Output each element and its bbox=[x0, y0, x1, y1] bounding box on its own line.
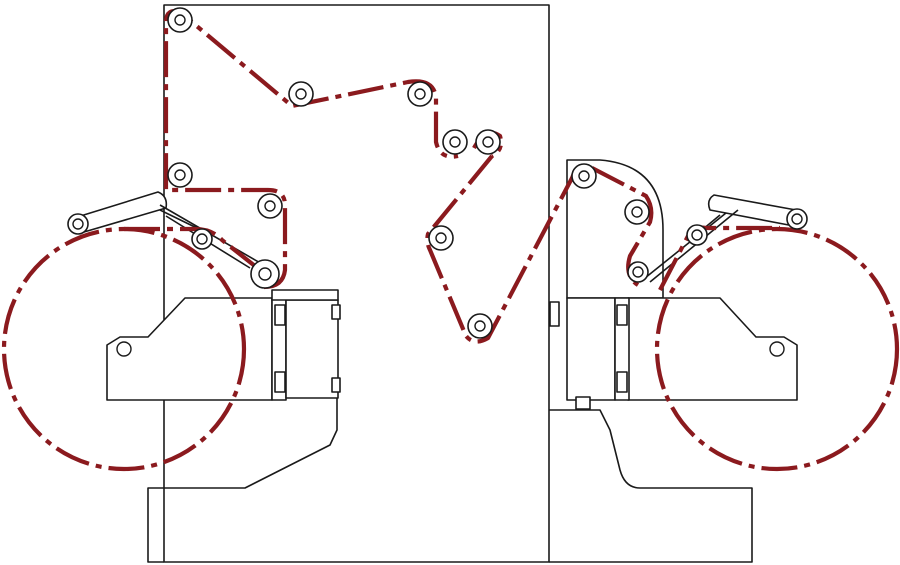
left-clamp-right bbox=[331, 304, 341, 320]
roller-2-hub bbox=[295, 88, 307, 100]
right-station-bracket bbox=[627, 297, 798, 401]
left-base-brace bbox=[164, 398, 338, 489]
left-clamp-bottom bbox=[274, 371, 286, 393]
machine-frame bbox=[147, 4, 753, 563]
left-base-foot bbox=[147, 487, 164, 563]
roller-7-hub bbox=[264, 200, 276, 212]
right-bracket-hole bbox=[769, 341, 785, 357]
roller-10-hub bbox=[474, 320, 486, 332]
roller-5-hub bbox=[482, 136, 494, 148]
left-bracket-hole bbox=[116, 341, 132, 357]
right-clamp-bottom bbox=[616, 371, 628, 393]
rollers bbox=[67, 7, 808, 339]
center-panel bbox=[163, 4, 550, 563]
left-unwind-station bbox=[73, 191, 341, 401]
roller-15-hub bbox=[632, 266, 644, 278]
left-mount-cap bbox=[271, 289, 339, 301]
roller-11-hub bbox=[72, 218, 84, 230]
right-clamp-top bbox=[616, 304, 628, 326]
roller-14-hub bbox=[631, 206, 643, 218]
roller-17-hub bbox=[791, 213, 803, 225]
left-clamp-right-low bbox=[331, 377, 341, 393]
right-rewind-station bbox=[549, 159, 798, 410]
roller-8-hub bbox=[258, 267, 272, 281]
right-mount-plate bbox=[566, 297, 616, 401]
roller-1-hub bbox=[174, 14, 186, 26]
left-station-bracket bbox=[106, 297, 273, 401]
right-lower-stud bbox=[575, 396, 591, 410]
roller-6-hub bbox=[174, 169, 186, 181]
left-mount-plate bbox=[285, 299, 339, 399]
right-dancer-arm bbox=[707, 194, 797, 227]
roller-9-hub bbox=[435, 232, 447, 244]
left-clamp-top bbox=[274, 304, 286, 326]
roller-13-hub bbox=[578, 170, 590, 182]
roller-16-hub bbox=[691, 229, 703, 241]
right-base-panel bbox=[549, 409, 753, 563]
roller-12-hub bbox=[196, 233, 208, 245]
roller-4-hub bbox=[449, 136, 461, 148]
right-center-stud bbox=[549, 301, 560, 327]
right-material-roll bbox=[654, 226, 900, 472]
roller-3-hub bbox=[414, 88, 426, 100]
